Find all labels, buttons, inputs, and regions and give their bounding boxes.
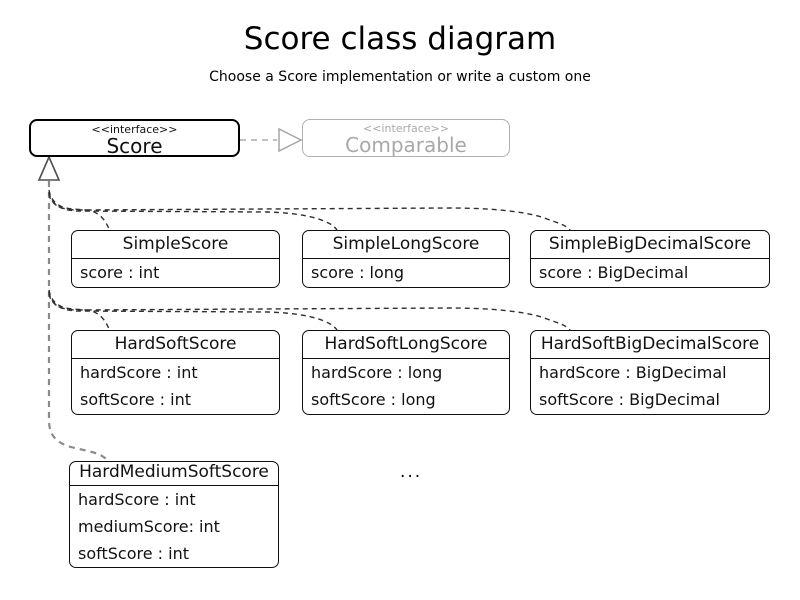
class-box-hardmediumsoftscore: HardMediumSoftScore hardScore : int medi… bbox=[69, 461, 279, 568]
diagram-header: Score class diagram Choose a Score imple… bbox=[0, 22, 800, 85]
interface-box-score: <<interface>> Score bbox=[29, 119, 240, 157]
interface-name: Comparable bbox=[345, 133, 467, 157]
class-attribute: hardScore : int bbox=[78, 489, 196, 509]
realization-line-hardsoftbigdecimalscore bbox=[48, 293, 571, 331]
realization-line-hardsoftlongscore bbox=[48, 291, 338, 331]
class-name: HardSoftBigDecimalScore bbox=[531, 331, 769, 359]
class-attributes: score : long bbox=[303, 259, 509, 286]
stereotype-label: <<interface>> bbox=[363, 122, 449, 135]
class-attributes: hardScore : long softScore : long bbox=[303, 359, 509, 413]
class-attributes: score : BigDecimal bbox=[531, 259, 769, 286]
realization-line-simplebigdecimalscore bbox=[48, 193, 571, 231]
class-attribute: score : int bbox=[80, 262, 160, 282]
class-name: HardSoftScore bbox=[72, 331, 279, 359]
comparable-triangle-icon bbox=[278, 127, 303, 153]
page-title: Score class diagram bbox=[243, 21, 557, 57]
class-name: HardSoftLongScore bbox=[303, 331, 509, 359]
class-attribute: softScore : BigDecimal bbox=[539, 389, 720, 409]
class-attribute: hardScore : int bbox=[80, 362, 198, 382]
class-box-simplebigdecimalscore: SimpleBigDecimalScore score : BigDecimal bbox=[530, 230, 770, 288]
class-attribute: hardScore : BigDecimal bbox=[539, 362, 727, 382]
class-attributes: hardScore : int softScore : int bbox=[72, 359, 279, 413]
class-name: SimpleScore bbox=[72, 231, 279, 259]
inheritance-triangle-icon bbox=[37, 154, 61, 181]
class-box-hardsoftscore: HardSoftScore hardScore : int softScore … bbox=[71, 330, 280, 415]
class-attribute: softScore : long bbox=[311, 389, 436, 409]
class-attribute: softScore : int bbox=[78, 543, 189, 563]
class-attribute: score : long bbox=[311, 262, 405, 282]
more-implementations-ellipsis: ... bbox=[400, 462, 423, 482]
class-box-simplescore: SimpleScore score : int bbox=[71, 230, 280, 288]
class-attributes: score : int bbox=[72, 259, 279, 286]
class-name: SimpleBigDecimalScore bbox=[531, 231, 769, 259]
realization-line-simplelongscore bbox=[48, 191, 338, 231]
class-attribute: hardScore : long bbox=[311, 362, 443, 382]
class-attribute: mediumScore: int bbox=[78, 516, 220, 536]
stereotype-label: <<interface>> bbox=[91, 123, 178, 136]
class-name: HardMediumSoftScore bbox=[70, 462, 278, 486]
class-attribute: softScore : int bbox=[80, 389, 191, 409]
realization-line-hardmediumsoftscore bbox=[47, 181, 108, 461]
class-box-simplelongscore: SimpleLongScore score : long bbox=[302, 230, 510, 288]
class-attribute: score : BigDecimal bbox=[539, 262, 689, 282]
class-box-hardsoftlongscore: HardSoftLongScore hardScore : long softS… bbox=[302, 330, 510, 415]
class-attributes: hardScore : BigDecimal softScore : BigDe… bbox=[531, 359, 769, 413]
class-attributes: hardScore : int mediumScore: int softSco… bbox=[70, 486, 278, 567]
interface-name: Score bbox=[106, 134, 163, 158]
interface-box-comparable: <<interface>> Comparable bbox=[302, 119, 510, 157]
class-box-hardsoftbigdecimalscore: HardSoftBigDecimalScore hardScore : BigD… bbox=[530, 330, 770, 415]
page-subtitle: Choose a Score implementation or write a… bbox=[209, 69, 591, 85]
class-name: SimpleLongScore bbox=[303, 231, 509, 259]
